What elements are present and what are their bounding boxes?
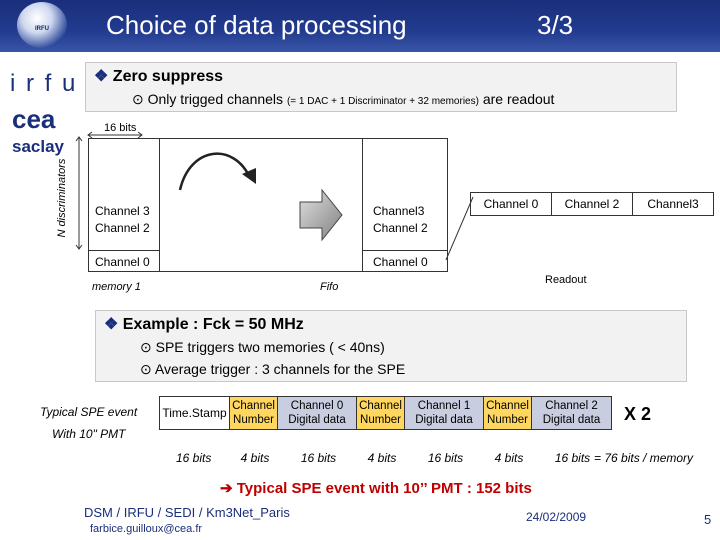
timestamp-bits: 16 bits bbox=[176, 451, 212, 465]
footer-org: DSM / IRFU / SEDI / Km3Net_Paris bbox=[84, 505, 290, 520]
circle-bullet-icon: ⊙ bbox=[140, 361, 152, 377]
zero-suppress-panel bbox=[85, 62, 677, 112]
memory-row-1: Channel 3 bbox=[95, 204, 150, 218]
cea-logo: cea bbox=[12, 104, 56, 134]
fifo-caption: Fifo bbox=[320, 281, 339, 293]
example-bullet-2: ⊙ Average trigger : 3 channels for the S… bbox=[140, 361, 406, 377]
page-title: Choice of data processing bbox=[106, 10, 407, 40]
example-heading: ❖ Example : Fck = 50 MHz bbox=[104, 316, 304, 333]
saclay-logo: saclay bbox=[12, 137, 64, 156]
field-bits-row: 4 bits 16 bits 4 bits 16 bits 4 bits 16 bits bbox=[231, 451, 612, 467]
readout-cell: Channel 0 bbox=[471, 193, 552, 215]
field-bits-label: 4 bits bbox=[240, 451, 270, 465]
fifo-row-3: Channel 0 bbox=[373, 255, 428, 269]
memory-row-3: Channel 0 bbox=[95, 255, 150, 269]
page-counter: 3/3 bbox=[537, 10, 574, 40]
pmt-label: With 10" PMT bbox=[52, 427, 126, 441]
field-bits-label: 4 bits bbox=[367, 451, 397, 465]
fifo-row-2: Channel 2 bbox=[373, 221, 428, 235]
zero-suppress-detail: ⊙ Only trigged channels (= 1 DAC + 1 Dis… bbox=[132, 91, 555, 107]
bits-label: 16 bits bbox=[104, 122, 137, 134]
readout-cell: Channel 2 bbox=[552, 193, 633, 215]
footer-date: 24/02/2009 bbox=[526, 510, 587, 524]
diamond-bullet-icon: ❖ bbox=[94, 68, 109, 85]
field-bits-label: 4 bits bbox=[494, 451, 524, 465]
multiplier-label: X 2 bbox=[624, 404, 652, 424]
example-panel bbox=[95, 310, 687, 382]
field-bits-label: 16 bits bbox=[427, 451, 464, 465]
n-disc-dimension-line bbox=[75, 136, 83, 250]
circle-bullet-icon: ⊙ bbox=[140, 339, 152, 355]
readout-caption: Readout bbox=[545, 274, 587, 286]
typical-spe-label: Typical SPE event bbox=[40, 405, 138, 419]
field-bits-label: 16 bits bbox=[300, 451, 337, 465]
readout-register: Channel 0 Channel 2 Channel3 bbox=[470, 192, 714, 216]
zero-suppress-heading: ❖ Zero suppress bbox=[94, 68, 224, 85]
irfu-logo: i r f u bbox=[10, 70, 78, 97]
timestamp-field: Time.Stamp bbox=[160, 397, 230, 429]
fifo-to-readout-connector bbox=[445, 196, 474, 261]
memory-divider bbox=[88, 250, 160, 251]
bits-dimension-line bbox=[87, 131, 143, 139]
fifo-column bbox=[362, 138, 448, 272]
field-bits-label: 16 bits bbox=[554, 451, 591, 465]
transfer-curve-arrow-icon bbox=[178, 152, 256, 191]
example-bullet-1: ⊙ SPE triggers two memories ( < 40ns) bbox=[140, 339, 385, 355]
title-bar bbox=[0, 0, 720, 52]
total-bits: = 76 bits / memory bbox=[594, 451, 694, 465]
irfu-emblem: IRFU bbox=[17, 2, 67, 48]
fifo-row-1: Channel3 bbox=[373, 204, 425, 218]
fifo-divider bbox=[362, 250, 448, 251]
right-arrow-icon: ➔ bbox=[220, 480, 233, 497]
footer-email[interactable]: farbice.guilloux@cea.fr bbox=[90, 523, 203, 535]
memory-column bbox=[88, 138, 160, 272]
circle-bullet-icon: ⊙ bbox=[132, 91, 144, 107]
readout-cell: Channel3 bbox=[647, 197, 699, 211]
memory-row-2: Channel 2 bbox=[95, 221, 150, 235]
diamond-bullet-icon: ❖ bbox=[104, 316, 119, 333]
n-discriminators-label: N discriminators bbox=[56, 158, 68, 238]
memory-caption: memory 1 bbox=[92, 281, 141, 293]
transfer-block-arrow-icon bbox=[299, 188, 343, 242]
footer-page-number: 5 bbox=[704, 512, 712, 527]
result-line: ➔ Typical SPE event with 10’’ PMT : 152 … bbox=[220, 480, 532, 497]
